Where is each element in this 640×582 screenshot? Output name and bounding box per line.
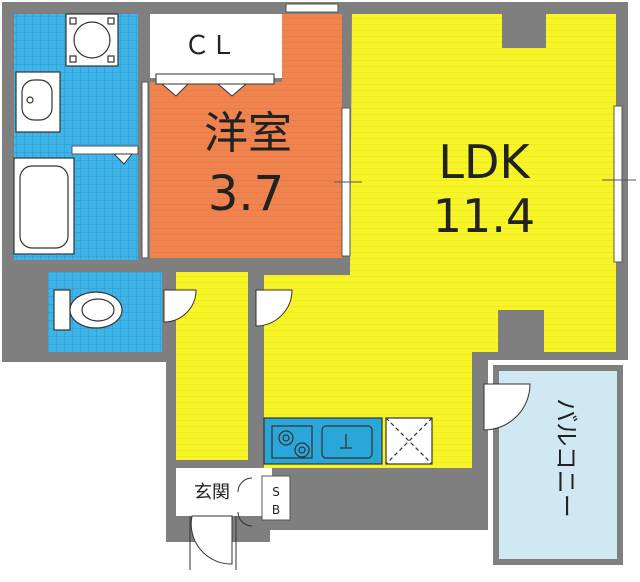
- ldk-name: LDK: [438, 135, 531, 189]
- washing-machine-icon: [65, 13, 119, 67]
- stove-icon: [271, 425, 313, 459]
- window-ldk-right: [613, 105, 623, 263]
- shoe-box-label-b: B: [272, 503, 280, 517]
- closet-doors: [155, 73, 275, 97]
- western-room: [150, 14, 342, 258]
- western-door-track: [141, 81, 149, 259]
- entrance-label: 玄関: [194, 482, 230, 503]
- refrigerator-space-icon: [385, 417, 433, 465]
- ldk-size: 11.4: [433, 189, 535, 243]
- ldk-room: [264, 14, 616, 468]
- window-top: [285, 3, 339, 13]
- shoe-box: [261, 475, 291, 521]
- toilet-icon: [53, 289, 123, 331]
- western-room-name: 洋室: [204, 108, 292, 159]
- balcony-label: バルコニー: [552, 398, 580, 518]
- closet-label: ＣＬ: [184, 31, 236, 61]
- sink-icon: [321, 425, 373, 459]
- entrance: [176, 468, 272, 516]
- closet: [150, 14, 282, 78]
- shoe-box-label-s: S: [272, 485, 280, 499]
- swing-doors: [163, 289, 531, 565]
- bathtub-icon: [13, 157, 75, 255]
- washroom-door-track: [71, 145, 139, 155]
- washbasin-icon: [15, 71, 61, 133]
- western-room-size: 3.7: [208, 166, 284, 222]
